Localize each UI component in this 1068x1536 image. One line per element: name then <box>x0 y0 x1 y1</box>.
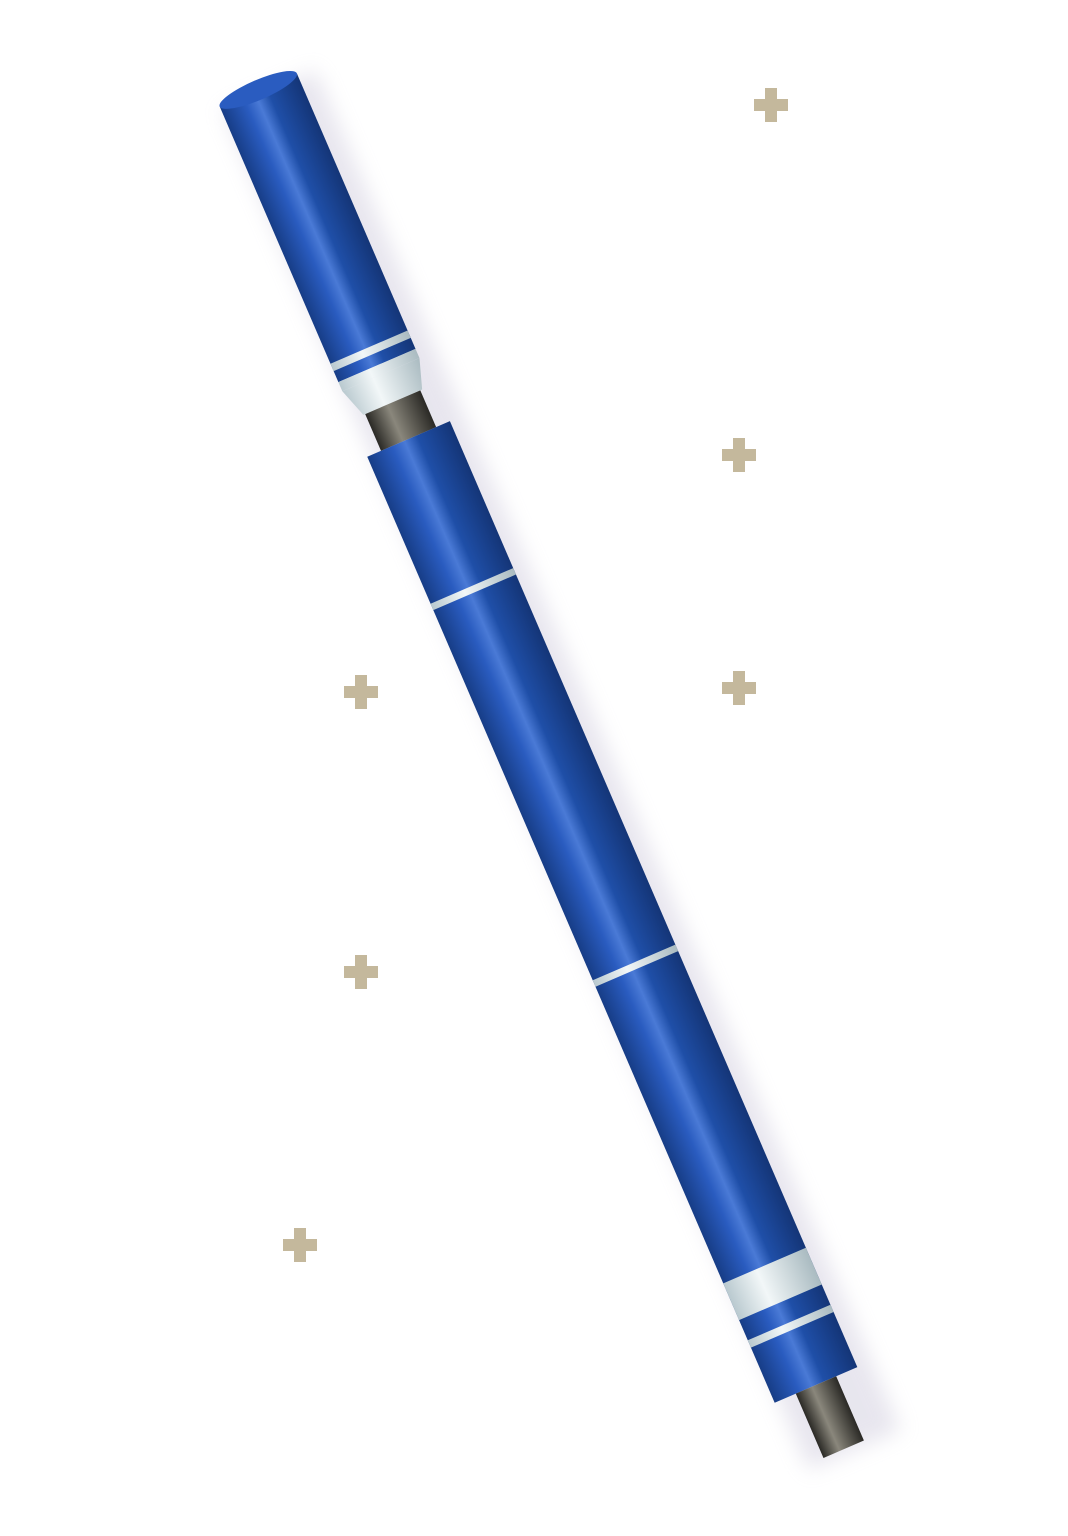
hotspot-plus-icon[interactable] <box>722 438 756 472</box>
hotspot-plus-icon[interactable] <box>283 1228 317 1262</box>
hotspot-plus-icon[interactable] <box>344 955 378 989</box>
hotspot-plus-icon[interactable] <box>754 88 788 122</box>
hotspot-plus-icon[interactable] <box>722 671 756 705</box>
hotspot-plus-icon[interactable] <box>344 675 378 709</box>
tool-neck <box>365 390 437 451</box>
tool-thread <box>795 1376 864 1458</box>
tool-top-section <box>219 73 416 383</box>
tool-main-body <box>367 421 858 1403</box>
